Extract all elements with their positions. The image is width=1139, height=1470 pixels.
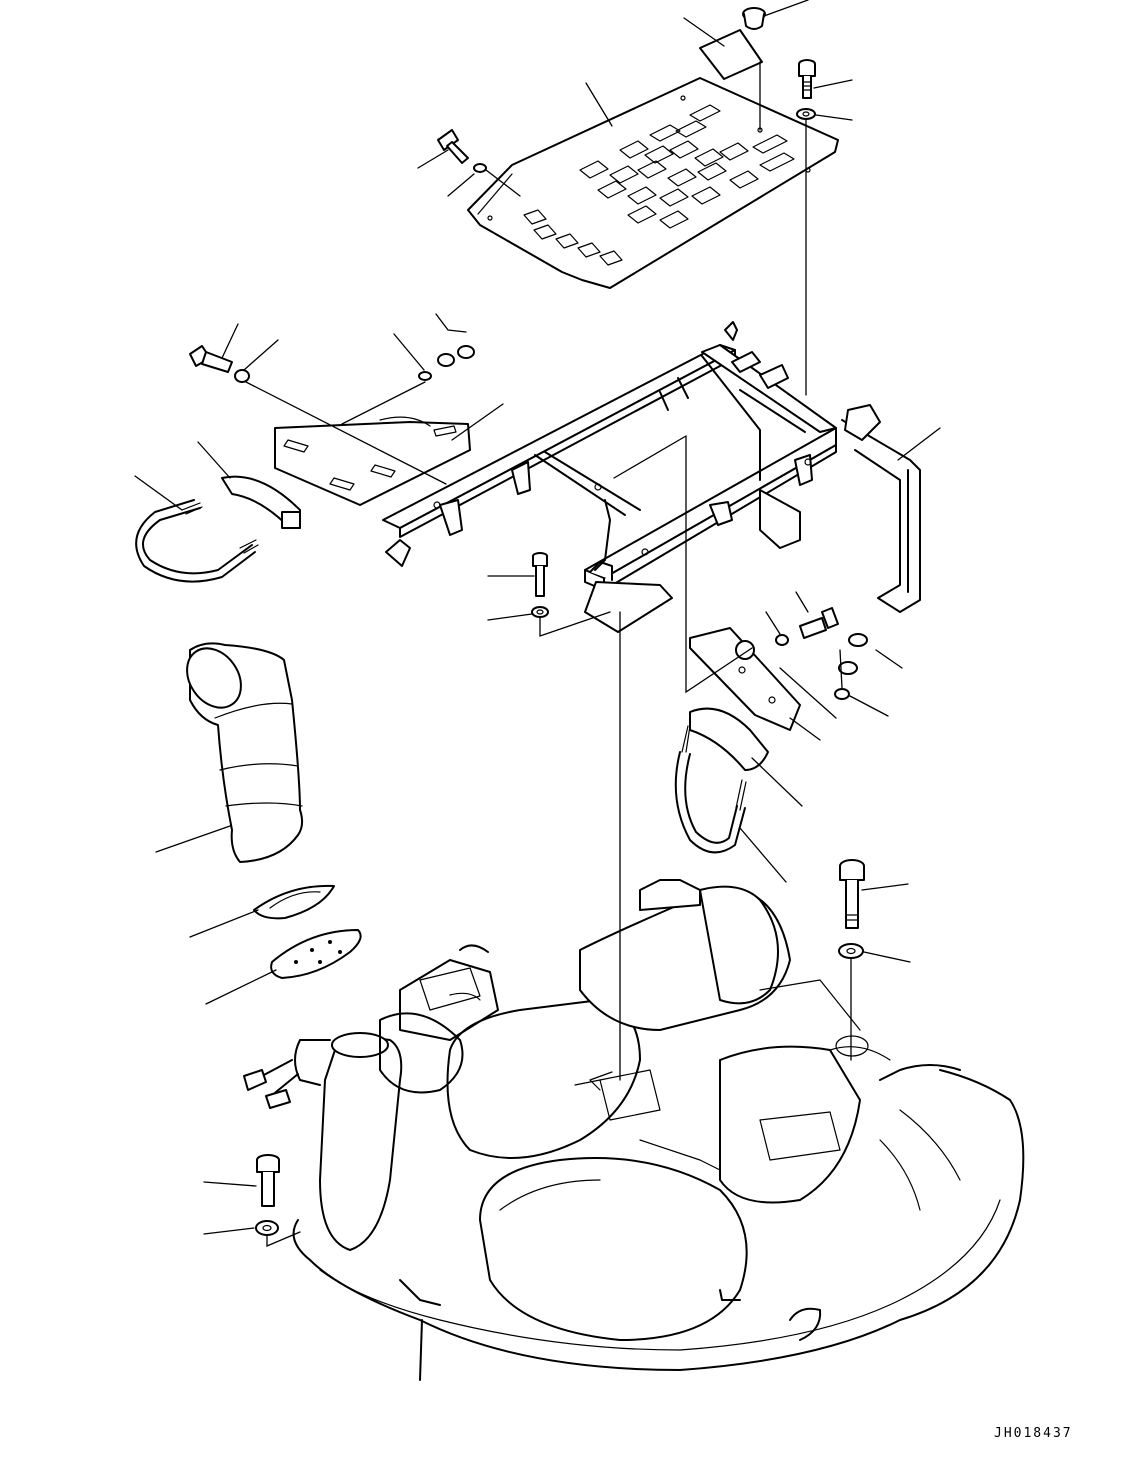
cover-washer-left [474,164,486,172]
engine-assembly [244,880,1023,1380]
inspection-cover [700,30,762,79]
top-cover-plate [468,78,838,288]
flange-adapter [271,930,361,978]
u-bolt-right [676,726,746,852]
main-bracket-frame [383,322,920,632]
clamp-bracket-right [690,628,800,730]
bracket-plate [275,417,470,505]
u-bolt-left [136,500,258,582]
clamp-nuts-right [835,634,867,699]
engine-bolt-right [840,860,864,928]
frame-washer-center [532,607,548,617]
frame-bolt-upper-left [190,346,232,372]
cover-washer-right [797,109,815,119]
leader-lines [135,0,940,1234]
clamp-washer-right [776,635,788,645]
engine-washer-left [256,1221,278,1235]
alignment-lines [246,62,851,1246]
frame-nuts-upper [419,346,474,380]
plug-cap [743,8,765,29]
clamp-bolt-right [800,608,838,638]
cover-bolt-left [438,130,468,163]
cover-bolt-right [799,60,815,98]
gasket [254,886,334,918]
engine-bolt-left [257,1155,279,1206]
pipe-clamp-left [222,477,300,528]
exhaust-elbow-pipe [176,638,302,862]
pipe-clamp-right [690,709,768,770]
frame-washer-upper-left [235,370,249,382]
engine-washer-right [839,944,863,958]
frame-bolt-center [533,553,547,596]
drawing-number: JH018437 [994,1426,1073,1441]
